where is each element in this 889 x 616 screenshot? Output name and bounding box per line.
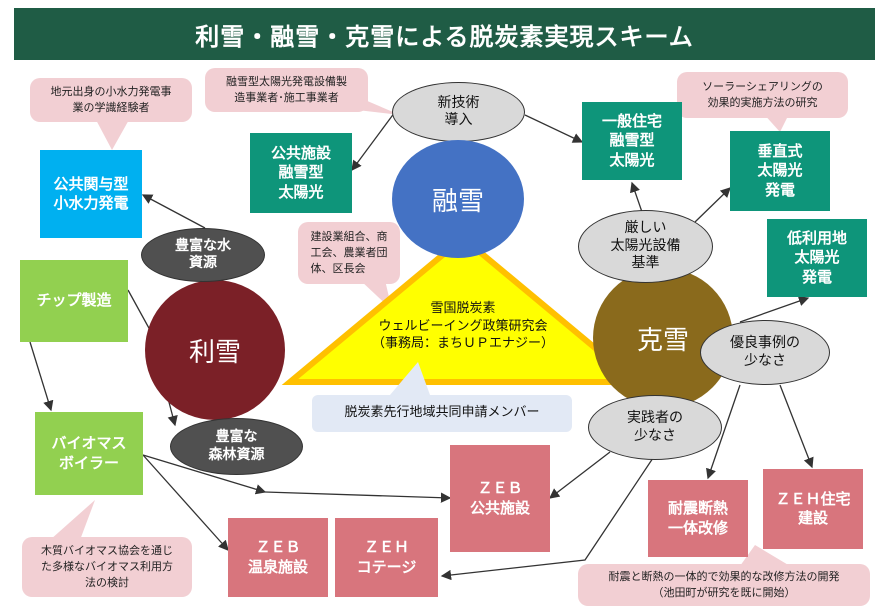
box-hydro: 公共関与型 小水力発電 <box>40 150 142 238</box>
box-public-solar: 公共施設 融雪型 太陽光 <box>250 133 352 213</box>
arrow <box>548 451 611 499</box>
arrow <box>142 454 229 551</box>
callout-biomass-assoc: 木質バイオマス協会を通じ た多様なバイオマス利用方 法の検討 <box>22 537 192 597</box>
oval-strict-standards: 厳しい 太陽光設備 基準 <box>578 210 713 283</box>
oval-few-practitioners: 実践者の 少なさ <box>588 395 722 460</box>
members-tail <box>390 362 430 395</box>
box-zeb-public: ＺＥＢ 公共施設 <box>450 445 550 552</box>
oval-forest-resources: 豊富な 森林資源 <box>170 418 303 475</box>
callout-solar-sharing: ソーラーシェアリングの 効果的実施方法の研究 <box>677 72 848 118</box>
arrow <box>739 296 810 323</box>
arrow <box>630 181 643 213</box>
box-lowuse-solar: 低利用地 太陽光 発電 <box>767 219 867 297</box>
box-retrofit: 耐震断熱 一体改修 <box>648 480 748 557</box>
arrow <box>524 114 584 143</box>
center-line-3: （事務局：まちＵＰエナジー） <box>371 336 554 352</box>
arrow <box>141 194 206 229</box>
box-house-solar: 一般住宅 融雪型 太陽光 <box>582 102 682 180</box>
oval-new-tech: 新技術 導入 <box>392 82 525 142</box>
callout-tail <box>740 545 790 566</box>
box-zeb-onsen: ＺＥＢ 温泉施設 <box>228 518 328 597</box>
arrow <box>440 454 656 581</box>
callout-manufacturer: 融雪型太陽光発電設備製 造事業者･施工事業者 <box>205 68 368 112</box>
box-biomass: バイオマス ボイラー <box>35 412 143 495</box>
box-zeh-house: ＺＥＨ住宅 建設 <box>763 469 863 549</box>
arrow <box>706 384 741 480</box>
page-title: 利雪・融雪・克雪による脱炭素実現スキーム <box>14 8 875 60</box>
arrow <box>29 341 54 412</box>
box-chip: チップ製造 <box>20 260 128 342</box>
arrow <box>779 384 814 469</box>
callout-associations: 建設業組合、商 工会、農業者団 体、区長会 <box>298 222 400 284</box>
arrow <box>142 454 267 495</box>
center-label: 雪国脱炭素 ウェルビーイング政策研究会 （事務局：まちＵＰエナジー） <box>300 300 626 353</box>
members-label: 脱炭素先行地域共同申請メンバー <box>312 395 572 432</box>
oval-water-resources: 豊富な水 資源 <box>141 228 265 282</box>
center-line-1: 雪国脱炭素 <box>430 301 496 316</box>
arrow <box>694 187 731 223</box>
callout-retrofit-dev: 耐震と断熱の一体的で効果的な改修方法の開発 （池田町が研究を既に開始） <box>578 564 870 606</box>
callout-tail <box>50 500 95 540</box>
center-line-2: ウェルビーイング政策研究会 <box>378 318 548 334</box>
callout-tail <box>95 118 130 150</box>
arrow <box>351 111 396 172</box>
circle-yusetsu: 融雪 <box>392 140 524 258</box>
circle-risetsu: 利雪 <box>145 280 285 420</box>
center-triangle <box>281 234 645 385</box>
arrow <box>264 491 452 503</box>
oval-few-cases: 優良事例の 少なさ <box>700 320 830 385</box>
box-zeh-cottage: ＺＥＨ コテージ <box>335 518 438 597</box>
box-vertical-solar: 垂直式 太陽光 発電 <box>730 131 830 211</box>
callout-hydro-expert: 地元出身の小水力発電事 業の学識経験者 <box>30 78 192 122</box>
